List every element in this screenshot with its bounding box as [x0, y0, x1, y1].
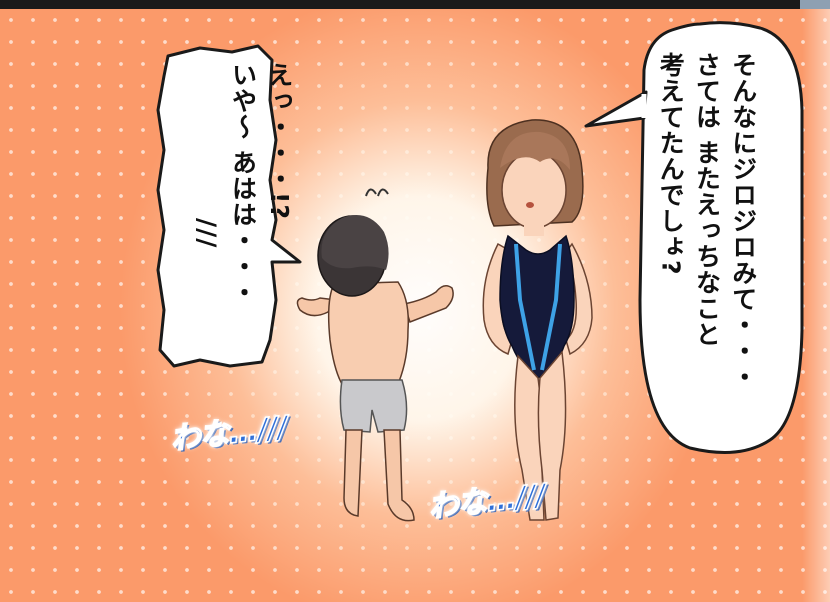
right-bubble-text: そんなにジロジロみて・・・ さては またえっちなこと 考えてたんでしょ? — [656, 52, 758, 390]
sound-effect-right-marks: /// — [513, 477, 548, 516]
left-bubble-text: えっ・・・!? いや～ あはは・・・ /// — [192, 62, 294, 306]
panel-top-border — [0, 0, 800, 9]
left-speech-bubble — [156, 44, 302, 368]
sound-effect-left-marks: /// — [255, 409, 290, 448]
boy-character — [296, 188, 454, 522]
right-speech-bubble — [584, 21, 804, 454]
girl-character — [482, 119, 593, 521]
panel-right-edge — [802, 9, 830, 602]
